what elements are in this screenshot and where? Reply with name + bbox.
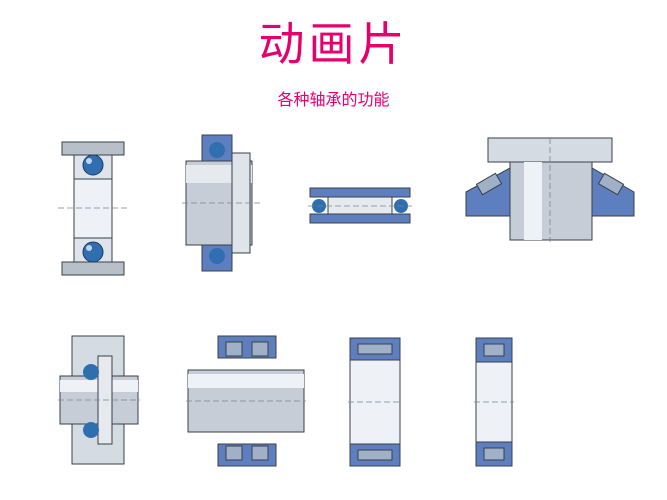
spherical-roller-bearing-icon	[186, 335, 306, 467]
needle-roller-bearing-icon	[474, 337, 514, 467]
cylindrical-roller-bearing-icon	[348, 337, 402, 467]
spherical-roller-bearing-on-shaft	[186, 335, 306, 467]
deep-groove-ball-bearing	[58, 140, 128, 280]
page-title: 动画片	[258, 17, 409, 71]
thrust-ball-bearing-icon	[308, 187, 412, 224]
page-subtitle: 各种轴承的功能	[277, 90, 390, 109]
thrust-ball-bearing	[308, 186, 412, 226]
double-row-cylindrical-roller-bearing	[348, 336, 402, 468]
insert-bearing-icon	[182, 134, 260, 272]
spherical-roller-thrust-icon	[465, 137, 635, 242]
deep-groove-ball-bearing-icon	[58, 141, 128, 276]
insert-ball-bearing-on-shaft	[182, 134, 260, 275]
housed-unit-icon	[58, 335, 140, 465]
single-row-cylindrical-roller-bearing	[474, 336, 514, 468]
housed-ball-bearing-unit	[58, 335, 140, 465]
spherical-roller-thrust-bearing	[460, 137, 640, 242]
